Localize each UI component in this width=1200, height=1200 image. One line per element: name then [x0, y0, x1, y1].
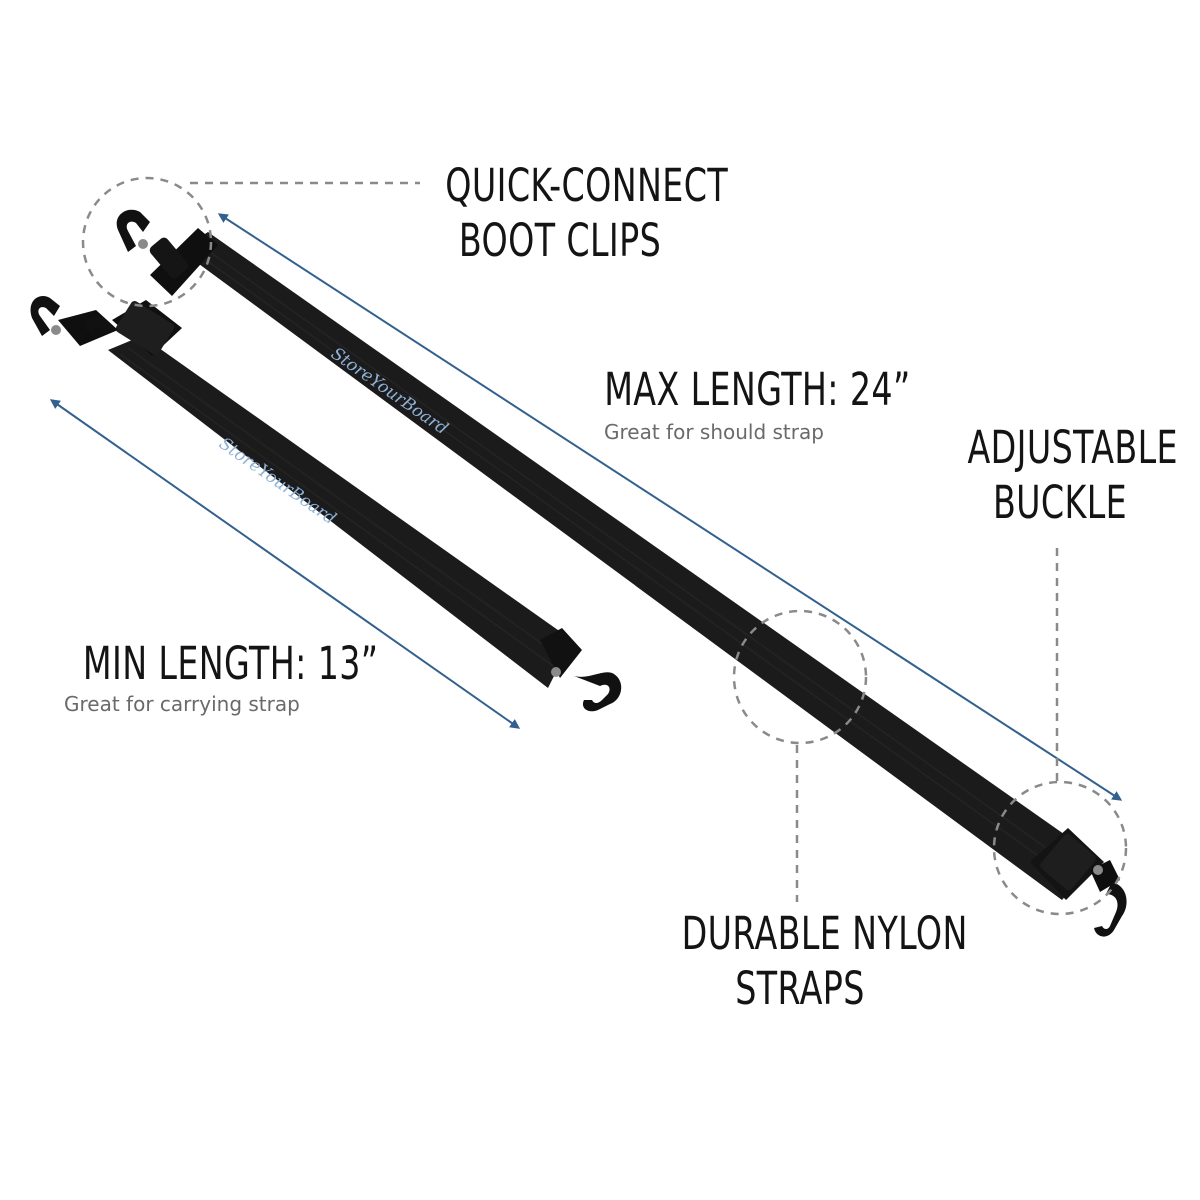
short-strap-top-clip: [30, 296, 118, 346]
callout-quick-connect-line2: BOOT CLIPS: [458, 214, 662, 268]
callout-durable-line1: DURABLE NYLON: [681, 907, 968, 960]
buckle-highlight-circle: [992, 780, 1128, 916]
callout-adjustable-buckle: ADJUSTABLE BUCKLE: [967, 420, 1178, 531]
callout-max-length-title: MAX LENGTH: 24”: [604, 363, 911, 416]
callout-adjustable-line2: BUCKLE: [992, 476, 1128, 530]
callout-durable-line2: STRAPS: [735, 962, 865, 1016]
short-strap-buckle: [112, 300, 182, 356]
clip-highlight-circle: [81, 176, 213, 308]
long-strap-buckle: [1030, 828, 1127, 937]
min-length-arrow: [49, 399, 521, 729]
callout-durable-nylon: DURABLE NYLON STRAPS: [681, 906, 968, 1017]
callout-max-length-note: Great for should strap: [604, 420, 824, 444]
callout-min-length-title: MIN LENGTH: 13”: [82, 637, 379, 690]
callout-min-length: MIN LENGTH: 13”: [82, 636, 379, 691]
callout-adjustable-line1: ADJUSTABLE: [967, 421, 1178, 474]
max-length-arrow: [217, 213, 1123, 801]
callout-quick-connect-line1: QUICK-CONNECT: [445, 159, 729, 212]
callout-quick-connect: QUICK-CONNECT BOOT CLIPS: [445, 158, 729, 269]
nylon-highlight-circle: [732, 609, 868, 745]
short-strap-bottom-clip: [540, 628, 622, 712]
long-strap-top-clip: [116, 209, 218, 296]
long-strap: StoreYourBoard: [116, 209, 1127, 937]
callout-min-length-note: Great for carrying strap: [64, 692, 300, 716]
callout-max-length: MAX LENGTH: 24”: [604, 362, 911, 417]
